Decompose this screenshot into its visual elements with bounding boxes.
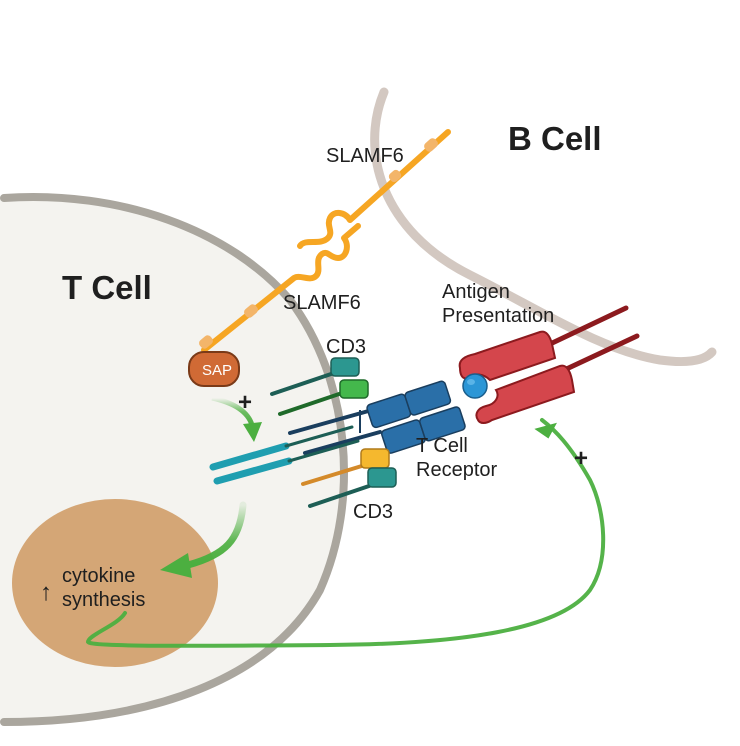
antigen-presentation-line1: Antigen — [442, 281, 510, 303]
antigen-highlight — [467, 379, 475, 385]
slamf6-b-cell — [297, 129, 451, 249]
plus-sign-sap: + — [238, 389, 252, 416]
sap-label: SAP — [202, 362, 232, 379]
nucleus — [12, 499, 218, 667]
mhc-molecule — [458, 305, 640, 424]
up-arrow-icon: ↑ — [40, 579, 52, 606]
slamf6-top-label: SLAMF6 — [326, 145, 404, 167]
slamf6-bottom-label: SLAMF6 — [283, 292, 361, 314]
sap-activation-arrow — [211, 395, 255, 426]
cd3-top-complex — [270, 357, 369, 416]
t-cell-membrane — [0, 193, 348, 726]
cd3-top-label: CD3 — [326, 336, 366, 358]
feedback-arrow — [85, 418, 606, 648]
b-cell-label: B Cell — [508, 120, 602, 157]
tcr-signal-chains — [209, 425, 360, 485]
slamf6-bead — [244, 304, 258, 318]
slamf6-bead — [388, 169, 402, 183]
cytokine-label-line2: synthesis — [62, 589, 145, 611]
sap-adaptor: SAP — [188, 351, 240, 387]
slamf6-bead — [424, 138, 438, 152]
slamf6-t-cell — [201, 223, 361, 353]
antigen-presentation-line2: Presentation — [442, 305, 554, 327]
t-cell-label: T Cell — [62, 269, 152, 306]
arrowhead-icon — [534, 422, 557, 439]
cytokine-label-line1: cytokine — [62, 565, 135, 587]
arrowhead-icon — [243, 422, 262, 442]
arrowhead-icon — [160, 553, 192, 578]
t-cell-receptor — [288, 380, 466, 455]
slamf6-receptor-pair — [199, 129, 451, 353]
tcr-label-line1: T Cell — [416, 435, 468, 457]
signal-to-nucleus-arrow — [184, 501, 247, 569]
tcr-label-line2: Receptor — [416, 459, 497, 481]
cd3-bottom-complex — [301, 448, 397, 508]
cd3-bottom-label: CD3 — [353, 501, 393, 523]
plus-sign-feedback: + — [574, 445, 588, 472]
antigen-peptide — [462, 373, 488, 399]
b-cell-membrane — [370, 87, 717, 367]
slamf6-bead — [199, 335, 213, 349]
